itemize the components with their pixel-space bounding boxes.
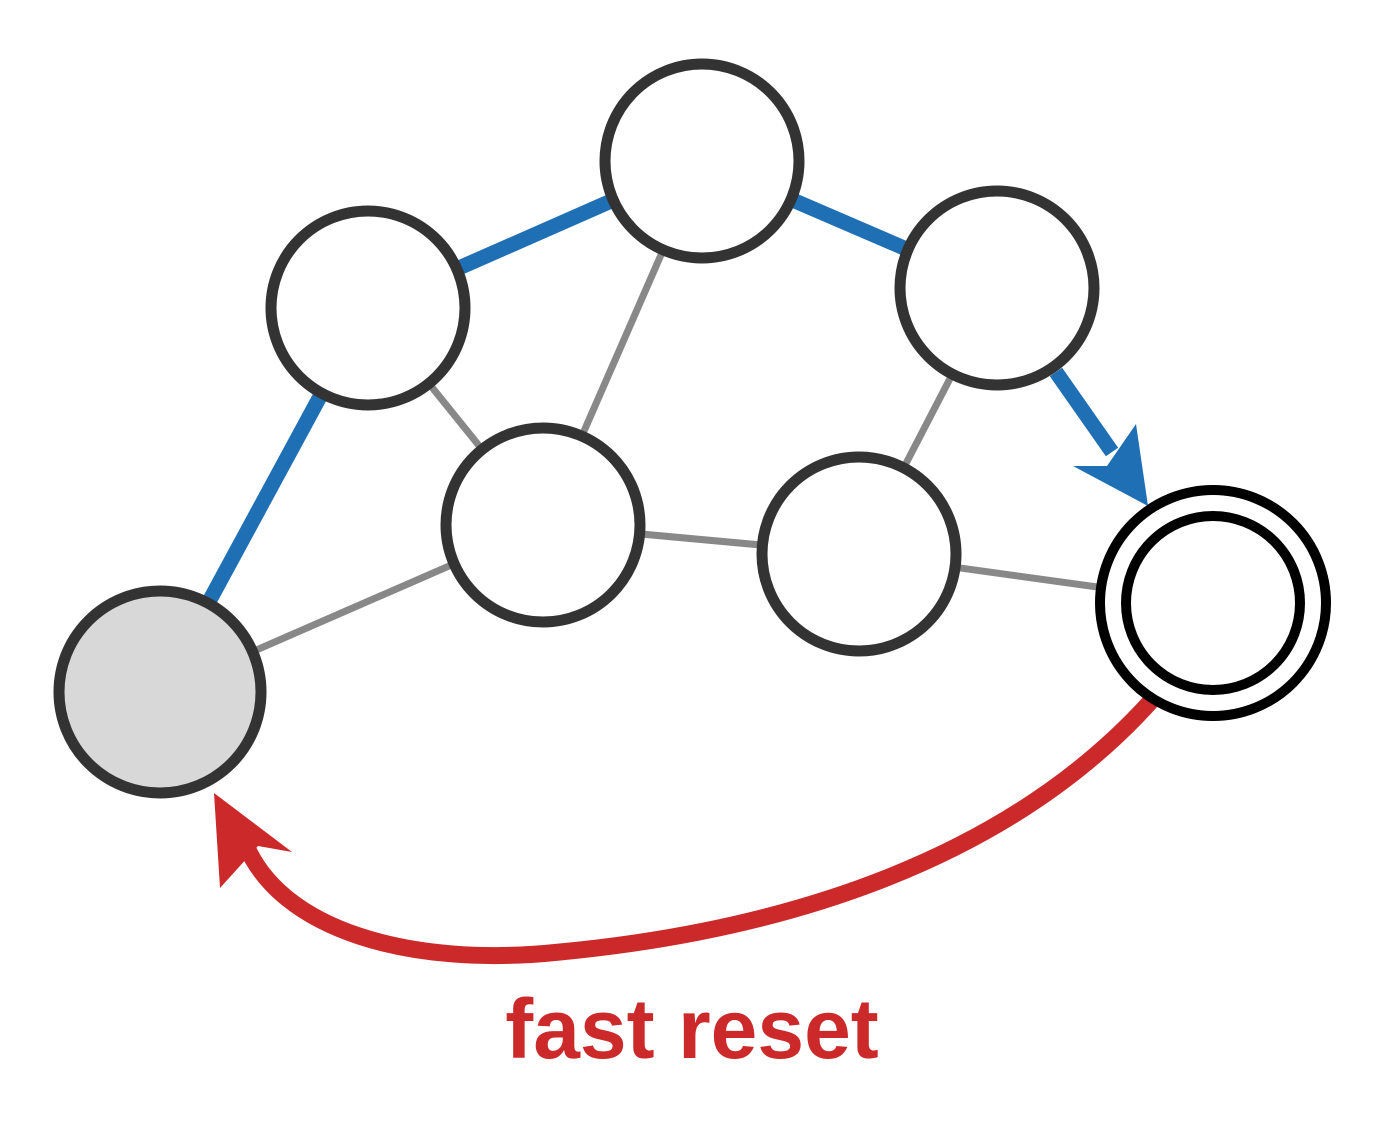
reset-arrowhead bbox=[214, 793, 292, 888]
graph-node-center-right bbox=[756, 451, 962, 657]
path-arrowhead bbox=[1073, 424, 1148, 506]
goal-node-inner-ring bbox=[1121, 511, 1305, 695]
fast-reset-label: fast reset bbox=[505, 982, 879, 1076]
edge-right-top-to-goal bbox=[1049, 367, 1148, 506]
fast-reset-arrow bbox=[214, 694, 1159, 965]
graph-node-top bbox=[599, 58, 805, 264]
graph-node-right-top bbox=[894, 185, 1100, 391]
nodes-layer bbox=[53, 58, 1331, 799]
graph-node-left-top bbox=[265, 205, 471, 411]
goal-node bbox=[1095, 485, 1331, 721]
graph-node-center bbox=[440, 422, 646, 628]
start-node bbox=[53, 585, 267, 799]
